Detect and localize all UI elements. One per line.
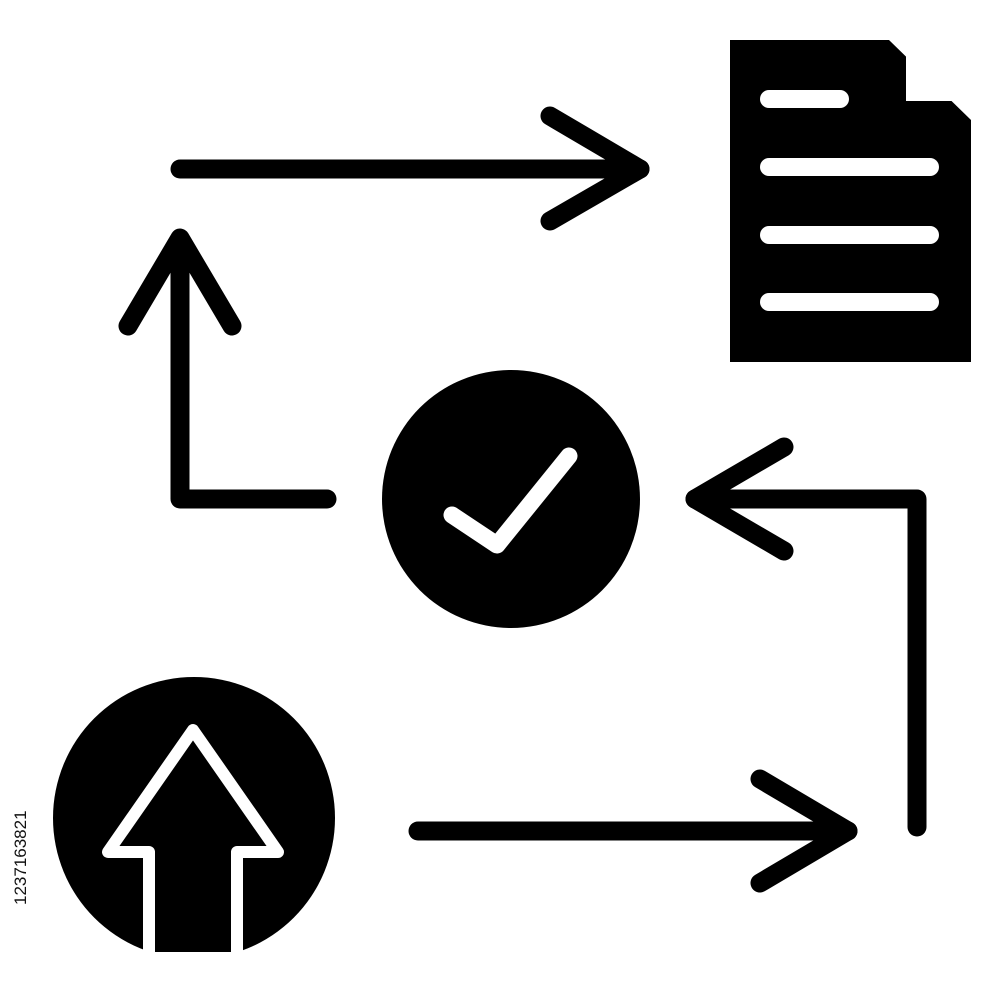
arrow-to-document [170,106,650,231]
arrow-bottom-right [408,769,858,893]
upload-circle-icon [53,677,335,964]
document-lines [760,90,939,311]
document-icon [730,40,971,362]
document-fold [906,54,954,101]
arrow-to-approval [685,437,927,837]
arrow-up-left [118,228,337,509]
check-mark [443,447,578,554]
check-circle-icon [382,370,640,628]
upload-arrow [102,724,284,964]
